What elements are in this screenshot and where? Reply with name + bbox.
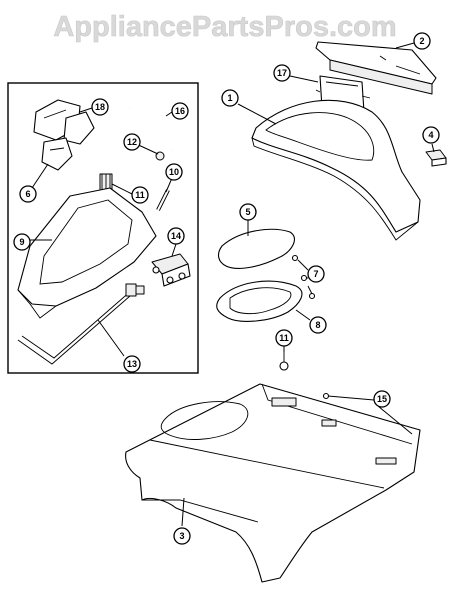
callout-label: 5 bbox=[245, 207, 250, 217]
part-tube bbox=[156, 189, 170, 211]
callout-label: 1 bbox=[227, 93, 232, 103]
callout: 7 bbox=[307, 265, 325, 283]
part-valve bbox=[151, 253, 191, 287]
part-top-cover bbox=[125, 383, 421, 583]
watermark-text: AppliancePartsPros.com bbox=[53, 11, 396, 43]
part-lid-frame bbox=[216, 280, 303, 322]
callout-label: 15 bbox=[377, 394, 387, 404]
callout-label: 8 bbox=[315, 320, 320, 330]
callout-label: 12 bbox=[127, 137, 137, 147]
callout: 9 bbox=[13, 233, 31, 251]
part-dispenser-housing bbox=[17, 187, 157, 319]
callout-label: 7 bbox=[313, 269, 318, 279]
dispenser-inset-frame bbox=[7, 82, 199, 374]
callout: 2 bbox=[413, 32, 431, 50]
leader-lines bbox=[27, 42, 435, 527]
callout-label: 3 bbox=[179, 531, 184, 541]
callout: 17 bbox=[273, 64, 291, 82]
part-dispenser-cups bbox=[33, 99, 95, 171]
callout: 11 bbox=[275, 329, 293, 347]
callout-label: 11 bbox=[279, 333, 289, 343]
callout: 5 bbox=[239, 203, 257, 221]
callout: 1 bbox=[221, 89, 239, 107]
callout-label: 11 bbox=[135, 190, 145, 200]
callout: 8 bbox=[309, 316, 327, 334]
callout-label: 13 bbox=[127, 359, 137, 369]
callout: 11 bbox=[131, 186, 149, 204]
callout: 15 bbox=[373, 390, 391, 408]
callout-label: 2 bbox=[419, 36, 424, 46]
callout-label: 14 bbox=[171, 231, 181, 241]
callout-label: 6 bbox=[25, 189, 30, 199]
callout-label: 16 bbox=[175, 106, 185, 116]
callout: 3 bbox=[173, 527, 191, 545]
part-console bbox=[251, 99, 421, 241]
part-grommet bbox=[279, 352, 289, 371]
callout: 13 bbox=[123, 355, 141, 373]
callout-label: 18 bbox=[95, 102, 105, 112]
callout: 14 bbox=[167, 227, 185, 245]
callout: 4 bbox=[422, 126, 440, 144]
part-lid-cover bbox=[217, 228, 295, 269]
callout-label: 17 bbox=[277, 68, 287, 78]
callout-label: 9 bbox=[19, 237, 24, 247]
callout: 16 bbox=[171, 102, 189, 120]
part-wire-harness bbox=[17, 283, 145, 365]
callout: 18 bbox=[91, 98, 109, 116]
callout: 6 bbox=[19, 185, 37, 203]
part-inlet-connector bbox=[99, 173, 113, 191]
callout-label: 4 bbox=[428, 130, 433, 140]
callout: 12 bbox=[123, 133, 141, 151]
callout: 10 bbox=[165, 163, 183, 181]
part-hose bbox=[129, 106, 182, 151]
part-back-trim bbox=[315, 41, 437, 95]
callout-label: 10 bbox=[169, 167, 179, 177]
part-knob bbox=[425, 149, 447, 167]
